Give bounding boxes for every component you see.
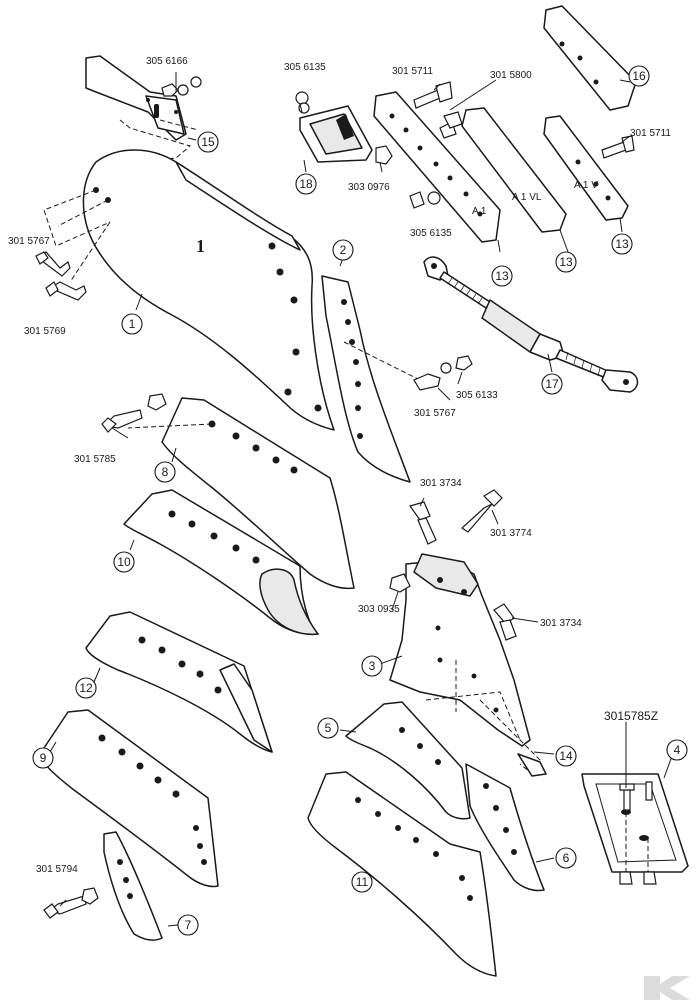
pn-301-3734-top: 301 3734 [420, 478, 462, 489]
bolt-301-5794 [43, 887, 99, 919]
pn-305-6133: 305 6133 [456, 390, 498, 401]
pn-301-5711-right: 301 5711 [630, 128, 671, 139]
svg-text:9: 9 [40, 751, 47, 765]
pn-301-5769: 301 5769 [24, 326, 66, 337]
callout-4: 4 [666, 739, 688, 761]
pn-301-5767-right: 301 5767 [414, 408, 456, 419]
callout-18: 18 [295, 173, 317, 195]
svg-text:17: 17 [545, 377, 559, 391]
share-plate-part-8 [127, 397, 355, 590]
bolt-301-5785 [101, 393, 167, 433]
svg-text:3: 3 [369, 659, 376, 673]
mouldboard-part-1: 1 [43, 149, 335, 431]
bolt-301-5767-left [35, 251, 71, 277]
landside-part-2 [321, 275, 425, 483]
svg-text:13: 13 [495, 269, 509, 283]
nut-305-6166 [161, 76, 202, 97]
svg-text:12: 12 [79, 681, 93, 695]
pn-301-3774: 301 3774 [490, 528, 532, 539]
watermark-logo [644, 976, 690, 1000]
bracket-part-14 [479, 699, 547, 777]
pn-301-5794: 301 5794 [36, 864, 78, 875]
callout-16: 16 [628, 65, 650, 87]
svg-text:15: 15 [201, 135, 215, 149]
nut-303-0976 [375, 145, 393, 165]
pn-301-5785: 301 5785 [74, 454, 116, 465]
callout-11: 11 [351, 871, 373, 893]
callout-6: 6 [555, 847, 577, 869]
frog-part-3 [389, 553, 531, 747]
svg-text:11: 11 [356, 875, 369, 889]
nut-305-6135-top [295, 91, 310, 114]
mouldboard-number: 1 [196, 236, 205, 256]
stamp-a1v: A 1 V [574, 180, 598, 191]
callout-10: 10 [113, 551, 135, 573]
strip-part-16 [543, 5, 637, 111]
share-strip-a1v-part-13: A 1 V [543, 115, 629, 221]
svg-text:13: 13 [559, 255, 573, 269]
bolt-301-5711-right [601, 135, 635, 159]
pn-301-3734-right: 301 3734 [540, 618, 582, 629]
callout-7: 7 [177, 914, 199, 936]
bolt-301-3774 [461, 489, 503, 533]
bolt-301-5767-right [413, 355, 473, 391]
svg-text:2: 2 [340, 243, 347, 257]
svg-text:4: 4 [674, 743, 681, 757]
wear-plate-part-7 [103, 831, 163, 941]
plate-part-18 [299, 105, 373, 163]
share-part-6 [465, 763, 545, 892]
stamp-a1vl: A 1 VL [512, 192, 542, 203]
bolt-301-3734-top [409, 501, 437, 545]
callout-8: 8 [154, 461, 176, 483]
callout-5: 5 [317, 717, 339, 739]
bolt-301-5711-top [413, 81, 453, 109]
svg-text:16: 16 [632, 69, 646, 83]
turnbuckle-part-17 [423, 256, 639, 393]
callout-2: 2 [332, 239, 354, 261]
share-part-11 [307, 771, 497, 977]
svg-text:8: 8 [162, 465, 169, 479]
stamp-a1: A 1 [472, 206, 487, 217]
svg-text:18: 18 [299, 177, 313, 191]
svg-text:5: 5 [325, 721, 332, 735]
svg-text:6: 6 [563, 851, 570, 865]
leader-lines [49, 72, 673, 927]
pn-303-0935: 303 0935 [358, 604, 400, 615]
callout-14: 14 [555, 745, 577, 767]
share-part-10 [123, 489, 319, 636]
pn-303-0976: 303 0976 [348, 182, 390, 193]
bracket-part-15 [85, 55, 199, 161]
svg-text:14: 14 [559, 749, 573, 763]
nut-303-0935 [389, 573, 411, 593]
svg-text:13: 13 [615, 237, 629, 251]
callout-12: 12 [75, 677, 97, 699]
nut-305-6135-bottom [409, 191, 441, 209]
pn-301-5711-top: 301 5711 [392, 66, 433, 77]
callout-15: 15 [197, 131, 219, 153]
pn-305-6135-bottom: 305 6135 [410, 228, 452, 239]
bolt-301-5769 [45, 281, 87, 301]
share-part-5 [345, 701, 471, 820]
callout-13-a1v: 13 [611, 233, 633, 255]
callout-17: 17 [541, 373, 563, 395]
svg-text:10: 10 [117, 555, 131, 569]
callout-1: 1 [121, 313, 143, 335]
wear-plate-part-4 [581, 773, 689, 885]
pn-305-6135-top: 305 6135 [284, 62, 326, 73]
pn-3015785z: 3015785Z [604, 709, 658, 723]
callout-13-a1vl: 13 [555, 251, 577, 273]
pn-301-5767-left: 301 5767 [8, 236, 50, 247]
share-part-12 [85, 611, 273, 753]
svg-text:1: 1 [129, 317, 136, 331]
share-strip-a1-part-13: A 1 [373, 91, 501, 243]
svg-text:7: 7 [185, 918, 192, 932]
callout-13-a1: 13 [491, 265, 513, 287]
callout-3: 3 [361, 655, 383, 677]
pn-301-5800: 301 5800 [490, 70, 532, 81]
share-part-9 [39, 709, 219, 888]
bolt-301-5800 [439, 111, 463, 139]
pn-305-6166: 305 6166 [146, 56, 188, 67]
callout-9: 9 [32, 747, 54, 769]
